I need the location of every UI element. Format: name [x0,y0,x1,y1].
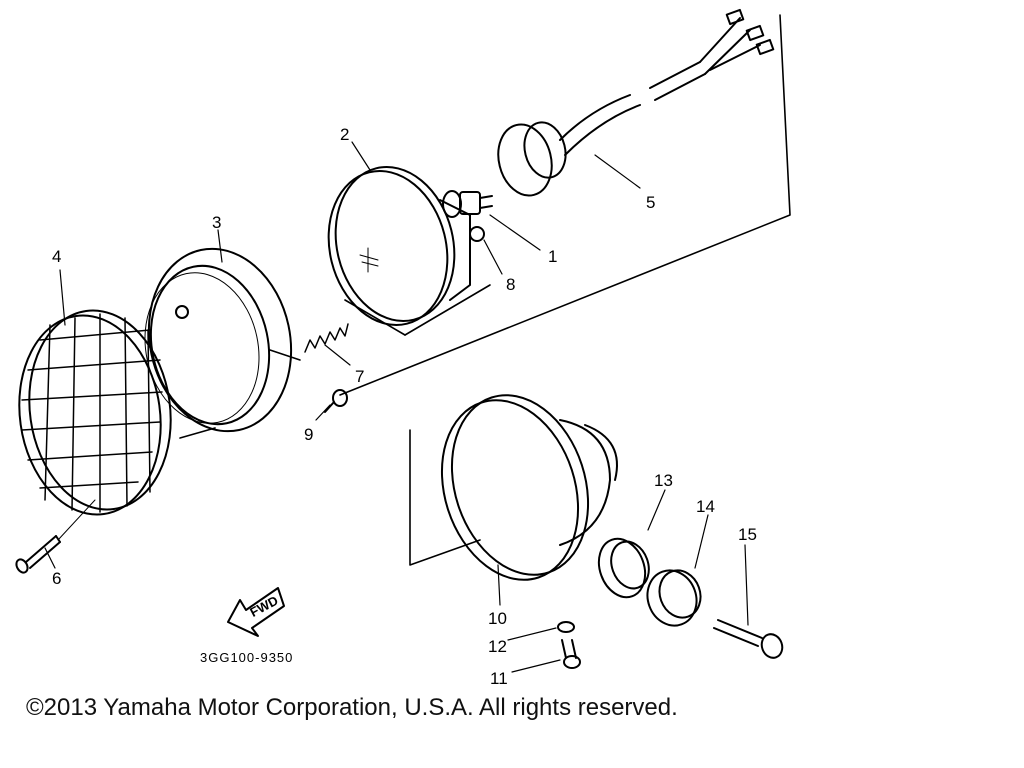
fwd-arrow-icon: FWD [227,587,285,637]
guard-bolt [15,499,96,574]
part-label-3: 3 [212,213,221,232]
part-label-9: 9 [304,425,313,444]
copyright-notice: ©2013 Yamaha Motor Corporation, U.S.A. A… [26,694,678,721]
assembly-bracket-lines [179,14,791,566]
headlight-guard-grille [18,309,172,516]
part-label-4: 4 [52,247,61,266]
grommet [597,537,650,599]
part-label-1: 1 [548,247,557,266]
drawing-code: 3GG100-9350 [200,650,293,665]
headlight-bulb [442,190,493,218]
headlight-housing [440,394,618,581]
mounting-bolt [713,619,784,659]
adjusting-screw [324,389,348,413]
part-label-5: 5 [646,193,655,212]
part-label-13: 13 [654,471,673,490]
fwd-label: FWD [247,593,280,620]
housing-screw [561,639,581,669]
mounting-nut [469,226,485,242]
headlight-rim [144,247,293,433]
part-label-6: 6 [52,569,61,588]
part-number-labels: 1 2 3 4 5 6 7 8 9 10 11 12 13 14 15 3GG1… [52,125,757,688]
part-label-7: 7 [355,367,364,386]
adjusting-spring [304,323,349,353]
part-label-14: 14 [696,497,715,516]
part-label-15: 15 [738,525,757,544]
part-label-8: 8 [506,275,515,294]
leader-lines [44,141,749,673]
exploded-parts-diagram: FWD 1 2 3 4 5 6 7 8 9 10 11 12 13 14 15 … [15,8,791,688]
part-label-2: 2 [340,125,349,144]
headlight-lens-unit [327,166,471,326]
cover-plate [646,569,702,627]
housing-washer [557,621,575,633]
part-label-12: 12 [488,637,507,656]
part-label-10: 10 [488,609,507,628]
part-label-11: 11 [490,669,508,688]
socket-wire-harness [497,8,775,197]
